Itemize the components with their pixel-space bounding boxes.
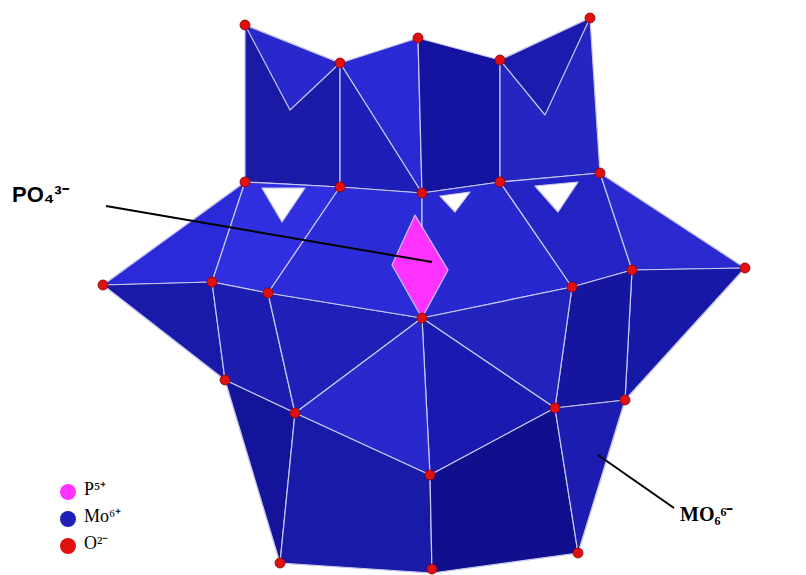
oxygen-atom [275, 558, 285, 568]
octahedron-face [555, 400, 625, 553]
oxygen-atom [240, 177, 250, 187]
octahedron-face [245, 25, 340, 187]
oxygen-atom [595, 168, 605, 178]
leader-line [598, 455, 674, 508]
oxygen-atom [290, 408, 300, 418]
oxygen-atom [627, 265, 637, 275]
oxygen-atom [427, 564, 437, 574]
leader-line [106, 206, 432, 262]
oxygen-atom [550, 403, 560, 413]
octahedron-face [340, 38, 422, 193]
legend-text: O²⁻ [84, 534, 108, 554]
oxygen-atom [220, 375, 230, 385]
legend-row: Mo⁶⁺ [60, 507, 180, 531]
oxygen-atom [620, 395, 630, 405]
oxygen-atoms [98, 13, 750, 574]
polyhedra [103, 18, 745, 573]
cavity [440, 192, 470, 212]
legend-swatch [60, 484, 76, 500]
legend-row: O²⁻ [60, 534, 180, 558]
oxygen-atom [240, 20, 250, 30]
oxygen-atom [263, 288, 273, 298]
octahedron-face [500, 18, 600, 182]
octahedron-face [103, 282, 225, 380]
oxygen-atom [417, 313, 427, 323]
legend-text: Mo⁶⁺ [84, 507, 121, 527]
octahedron-face [245, 25, 340, 110]
legend-swatch [60, 538, 76, 554]
oxygen-atom [413, 33, 423, 43]
ion-label: PO₄³⁻ [12, 178, 69, 208]
legend-swatch [60, 511, 76, 527]
ion-label: MO₆⁶⁻ [680, 500, 733, 527]
oxygen-atom [495, 55, 505, 65]
oxygen-atom [417, 188, 427, 198]
cavity [535, 182, 578, 212]
octahedron-face [418, 38, 500, 193]
legend-text: P⁵⁺ [84, 480, 106, 500]
leader-lines [106, 206, 674, 508]
octahedron-face [500, 18, 590, 115]
oxygen-atom [740, 263, 750, 273]
octahedron-face [625, 268, 745, 400]
cavity [262, 188, 305, 222]
oxygen-atom [585, 13, 595, 23]
oxygen-atom [495, 177, 505, 187]
oxygen-atom [98, 280, 108, 290]
octahedron-face [430, 408, 578, 573]
legend-row: P⁵⁺ [60, 480, 180, 504]
oxygen-atom [573, 548, 583, 558]
octahedron-face [600, 173, 745, 270]
oxygen-atom [207, 277, 217, 287]
body-base [103, 173, 745, 573]
octahedron-face [340, 63, 422, 193]
oxygen-atom [335, 58, 345, 68]
oxygen-atom [567, 282, 577, 292]
oxygen-atom [425, 470, 435, 480]
octahedron-face [280, 413, 432, 573]
oxygen-atom [335, 182, 345, 192]
phosphate-tetrahedron [392, 215, 448, 318]
